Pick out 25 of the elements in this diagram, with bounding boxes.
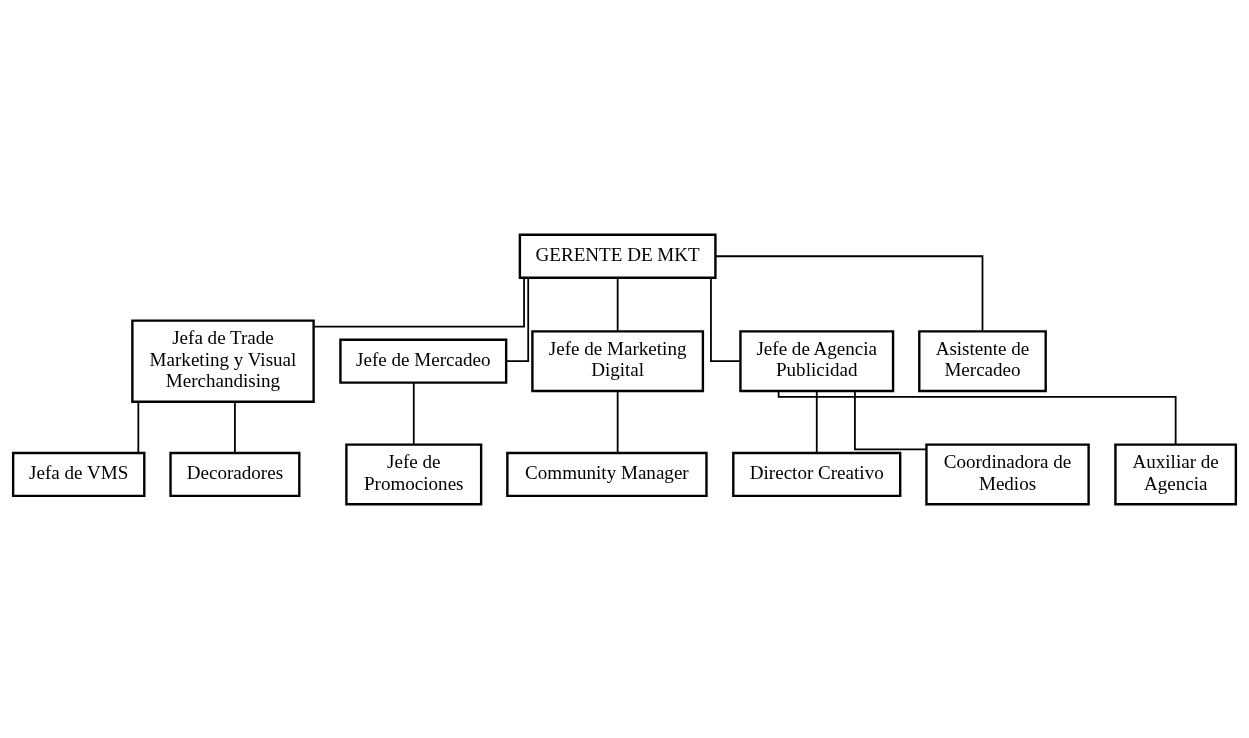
connector — [312, 276, 525, 327]
node-box: Director Creativo — [732, 451, 902, 497]
node-box: Asistente de Mercadeo — [918, 329, 1047, 392]
connector — [714, 254, 984, 332]
node-box: Jefa de VMS — [11, 451, 146, 497]
connector — [815, 390, 818, 454]
connector — [412, 381, 415, 445]
node-box: Auxiliar de Agencia — [1114, 442, 1238, 505]
connector — [234, 400, 236, 454]
connector — [616, 276, 619, 332]
node-box: Jefe de Mercadeo — [339, 338, 508, 384]
node-box: Jefe de Marketing Digital — [531, 329, 705, 392]
connector — [616, 390, 619, 454]
node-box: Jefa de Trade Marketing y Visual Merchandising — [131, 318, 315, 403]
connector — [777, 389, 1177, 445]
connector — [505, 276, 530, 362]
connector — [854, 389, 928, 450]
node-box: Jefe de Promociones — [345, 442, 483, 505]
connector — [137, 400, 140, 454]
node-box: Jefe de Agencia Publicidad — [739, 329, 895, 392]
connector — [710, 276, 742, 362]
node-box: Decoradores — [169, 451, 301, 497]
node-box: GERENTE DE MKT — [518, 233, 717, 279]
node-box: Community Manager — [506, 451, 708, 497]
node-box: Coordinadora de Medios — [925, 442, 1090, 505]
